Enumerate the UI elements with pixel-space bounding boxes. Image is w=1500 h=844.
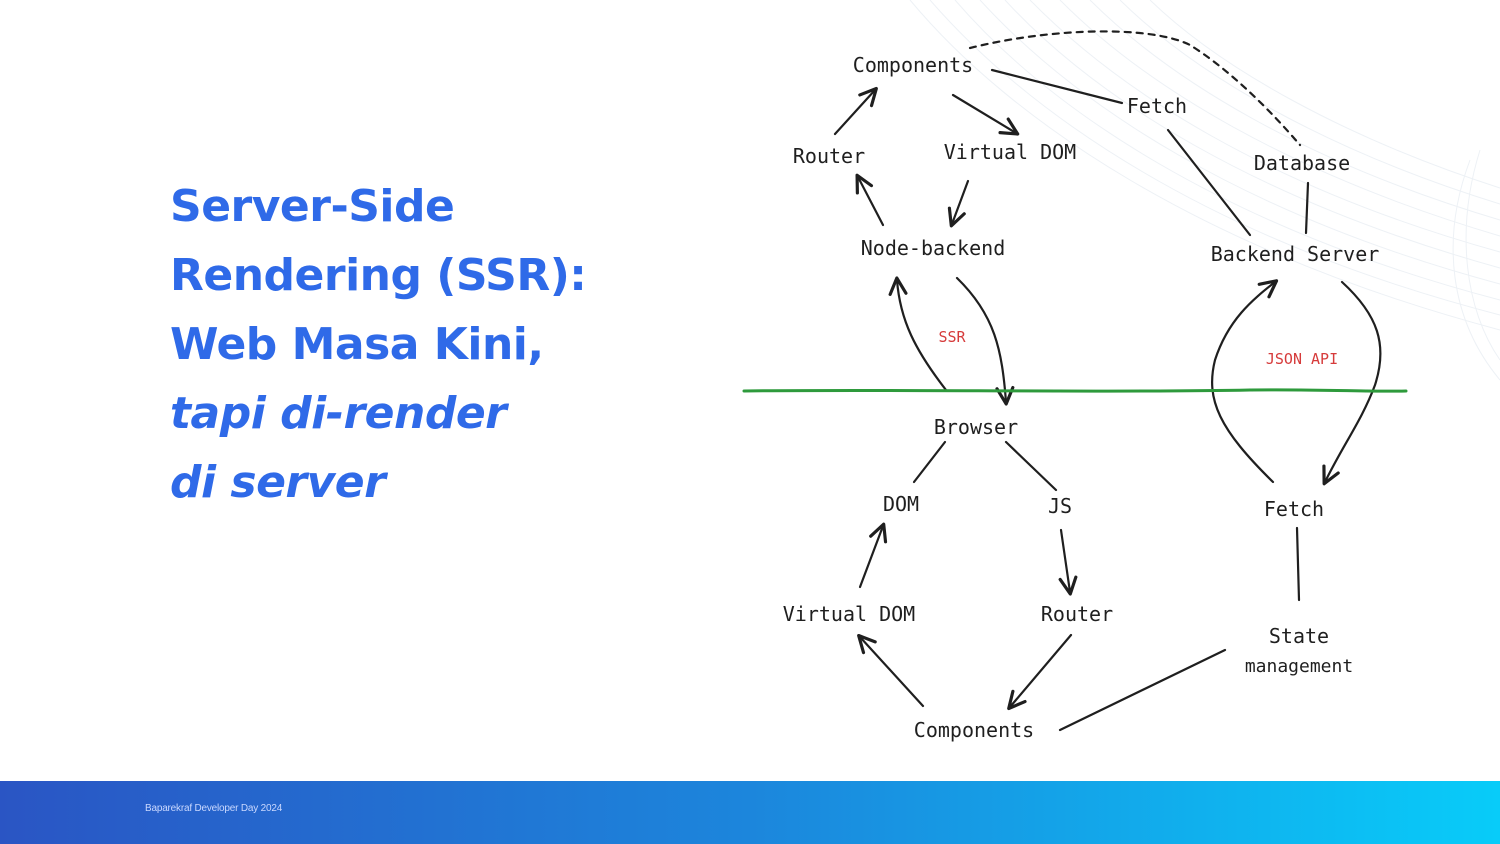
edge-components-fetch: [990, 68, 1124, 105]
node-fetch-bottom: Fetch: [1264, 497, 1324, 521]
title-line-3: Web Masa Kini,: [170, 319, 544, 370]
edge-router-components-bottom: [1007, 633, 1073, 711]
edge-nodebackend-router: [855, 173, 885, 227]
edge-browser-js: [1004, 440, 1058, 492]
server-client-divider: [742, 388, 1408, 393]
architecture-diagram: Components Router Virtual DOM Node-backe…: [742, 0, 1500, 742]
diagram-nodes: Components Router Virtual DOM Node-backe…: [783, 53, 1380, 742]
edge-components-virtualdom: [951, 93, 1020, 136]
node-components-bottom: Components: [914, 718, 1034, 742]
node-components-top: Components: [853, 53, 973, 77]
edge-virtualdom-dom: [858, 522, 888, 589]
title-line-4: tapi di-render: [170, 388, 507, 439]
edge-label-ssr: SSR: [938, 328, 966, 346]
edge-js-router: [1058, 528, 1078, 596]
title-line-2: Rendering (SSR):: [170, 250, 587, 301]
slide-title: Server-Side Rendering (SSR): Web Masa Ki…: [170, 172, 690, 517]
footer-bar: Baparekraf Developer Day 2024: [0, 781, 1500, 844]
title-line-1: Server-Side: [170, 181, 455, 232]
edge-router-components: [833, 86, 878, 136]
edge-components-state: [1058, 648, 1227, 732]
edge-database-backend: [1304, 181, 1310, 235]
node-router-top: Router: [793, 144, 865, 168]
edge-components-virtualdom-bottom: [857, 633, 925, 708]
edge-fetch-backend-json: [1211, 279, 1279, 484]
node-database: Database: [1254, 151, 1350, 175]
edge-backend-fetch: [1322, 280, 1382, 486]
node-virtual-dom-bottom: Virtual DOM: [783, 602, 915, 626]
node-state-management-line2: management: [1245, 656, 1353, 677]
node-js: JS: [1048, 494, 1072, 518]
node-node-backend: Node-backend: [861, 236, 1006, 260]
node-virtual-dom-top: Virtual DOM: [944, 140, 1076, 164]
background-wave-pattern: [909, 0, 1500, 381]
edge-state-fetch: [1295, 526, 1301, 602]
footer-text: Baparekraf Developer Day 2024: [145, 803, 283, 814]
edge-label-json-api: JSON API: [1266, 350, 1338, 368]
edge-fetch-backend: [1166, 128, 1252, 237]
title-line-5: di server: [170, 457, 386, 508]
edge-browser-nodebackend: [888, 276, 948, 392]
node-dom: DOM: [883, 492, 919, 516]
edge-nodebackend-browser: [955, 276, 1015, 406]
node-fetch-top: Fetch: [1127, 94, 1187, 118]
diagram-edges: [833, 30, 1382, 732]
edge-components-database: [968, 30, 1302, 147]
node-browser: Browser: [934, 415, 1018, 439]
edge-browser-dom: [912, 440, 947, 484]
node-backend-server: Backend Server: [1211, 242, 1380, 266]
node-state-management-line1: State: [1269, 624, 1329, 648]
edge-virtualdom-nodebackend: [947, 179, 970, 228]
node-router-bottom: Router: [1041, 602, 1113, 626]
